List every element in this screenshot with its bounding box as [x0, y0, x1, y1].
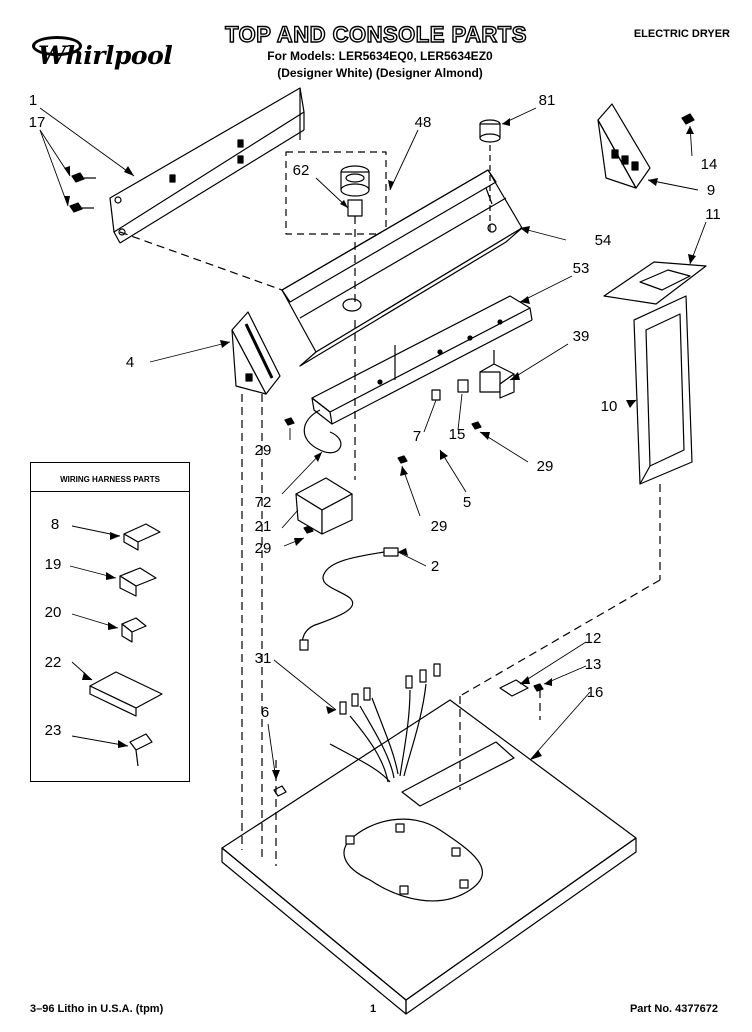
- models-line: For Models: LER5634EQ0, LER5634EZ0: [267, 49, 493, 63]
- callout-7: 7: [412, 428, 422, 445]
- part-screw-13: [533, 683, 544, 692]
- print-info: 3–96 Litho in U.S.A. (tpm): [30, 1003, 164, 1015]
- callout-48: 48: [414, 114, 432, 131]
- legend-title: WIRING HARNESS PARTS: [60, 475, 160, 484]
- callout-4: 4: [125, 354, 135, 371]
- callout-53: 53: [572, 260, 590, 277]
- callout-21: 21: [254, 518, 272, 535]
- part-switch-39: [479, 350, 515, 399]
- callout-16: 16: [586, 684, 604, 701]
- whirlpool-logo: Whirlpool: [22, 36, 173, 76]
- callout-12: 12: [584, 630, 602, 647]
- callout-39: 39: [572, 328, 590, 345]
- wiring-harness-legend: WIRING HARNESS PARTS: [30, 462, 190, 782]
- document-type: ELECTRIC DRYER: [633, 28, 730, 40]
- part-screw-29a: [284, 417, 295, 426]
- callout-72: 72: [254, 494, 272, 511]
- part-screws-17: [69, 172, 96, 213]
- callout-29-right: 29: [536, 458, 554, 475]
- part-harness-31: [329, 663, 441, 783]
- part-top-cover-16: [221, 699, 637, 1015]
- callout-20: 20: [44, 604, 62, 621]
- part-screw-29c: [397, 455, 408, 464]
- part-end-cap-9: [597, 103, 651, 189]
- part-clip-6: [273, 785, 287, 797]
- callout-2: 2: [430, 558, 440, 575]
- callout-10: 10: [600, 398, 618, 415]
- part-screw-14: [681, 113, 695, 125]
- callout-31: 31: [254, 650, 272, 667]
- part-timer-21: [295, 409, 353, 535]
- callout-19: 19: [44, 556, 62, 573]
- part-lint-housing-10: [633, 295, 693, 485]
- part-clip-7: [431, 389, 441, 401]
- callout-29-left: 29: [254, 442, 272, 459]
- callout-1: 1: [28, 92, 38, 109]
- callout-6: 6: [260, 704, 270, 721]
- part-48-dashed-box: [285, 151, 387, 235]
- part-number: Part No. 4377672: [629, 1003, 718, 1015]
- part-timer-knob-62: [340, 165, 370, 217]
- arrowheads: [64, 118, 696, 780]
- part-knob-81: [479, 119, 501, 232]
- callout-81: 81: [538, 92, 556, 109]
- callout-13: 13: [584, 656, 602, 673]
- part-screw-29b: [471, 421, 482, 430]
- part-left-end-cap: [231, 311, 281, 395]
- page-title: TOP AND CONSOLE PARTS: [224, 21, 527, 47]
- callout-14: 14: [700, 156, 718, 173]
- page-number: 1: [370, 1003, 377, 1015]
- callout-62: 62: [292, 162, 310, 179]
- callout-29-lower: 29: [254, 540, 272, 557]
- part-control-channel: [311, 295, 533, 425]
- legend-parts-art: [89, 523, 163, 767]
- part-harness-2: [299, 547, 399, 651]
- callout-9: 9: [706, 182, 716, 199]
- callout-54: 54: [594, 232, 612, 249]
- callout-29-center: 29: [430, 518, 448, 535]
- part-block-15: [457, 379, 469, 393]
- callout-5: 5: [462, 494, 472, 511]
- part-top-panel-11: [603, 261, 707, 305]
- callout-11: 11: [705, 206, 721, 223]
- callout-15: 15: [448, 426, 466, 443]
- part-rear-bracket: [109, 87, 305, 244]
- finish-line: (Designer White) (Designer Almond): [277, 66, 483, 80]
- part-console-panel: [281, 169, 523, 367]
- callout-22: 22: [44, 654, 62, 671]
- brand-name: Whirlpool: [38, 41, 173, 70]
- legend-divider: [31, 491, 189, 492]
- callout-17: 17: [28, 114, 46, 131]
- callout-23: 23: [44, 722, 62, 739]
- logo-swirl-icon: [32, 36, 82, 56]
- callout-8: 8: [50, 516, 60, 533]
